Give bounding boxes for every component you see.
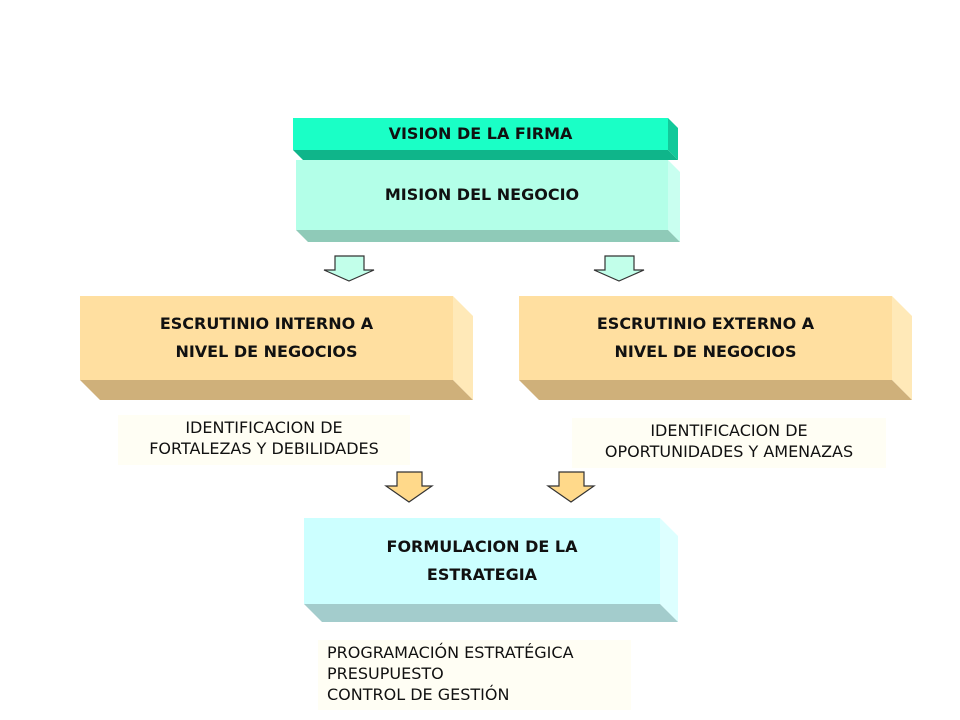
- internal-note-line-1: IDENTIFICACION DE: [185, 418, 343, 437]
- strategy-line-2: ESTRATEGIA: [426, 565, 538, 584]
- arrow-down-icon: [323, 255, 375, 282]
- internal-note: IDENTIFICACION DE FORTALEZAS Y DEBILIDAD…: [118, 415, 410, 465]
- external-note: IDENTIFICACION DE OPORTUNIDADES Y AMENAZ…: [572, 418, 886, 468]
- output-item: PROGRAMACIÓN ESTRATÉGICA: [327, 643, 574, 662]
- external-scan-box: [519, 296, 912, 400]
- internal-scan-line-1: ESCRUTINIO INTERNO A: [159, 314, 374, 333]
- external-scan-label: ESCRUTINIO EXTERNO A NIVEL DE NEGOCIOS: [519, 296, 892, 380]
- mission-label: MISION DEL NEGOCIO: [296, 160, 668, 230]
- vision-label: VISION DE LA FIRMA: [293, 118, 668, 150]
- external-scan-line-1: ESCRUTINIO EXTERNO A: [596, 314, 815, 333]
- arrow-down-icon: [593, 255, 645, 282]
- mission-box-face: [296, 160, 668, 230]
- strategy-box-face: [304, 518, 660, 604]
- external-note-line-1: IDENTIFICACION DE: [650, 421, 808, 440]
- arrow-down-icon: [546, 471, 596, 503]
- external-scan-box-face: [519, 296, 892, 380]
- outputs-note: PROGRAMACIÓN ESTRATÉGICA PRESUPUESTO CON…: [318, 640, 631, 710]
- arrow-down-icon: [384, 471, 434, 503]
- external-note-line-2: OPORTUNIDADES Y AMENAZAS: [604, 442, 854, 461]
- external-scan-line-2: NIVEL DE NEGOCIOS: [614, 342, 797, 361]
- strategy-box: [304, 518, 678, 622]
- mission-text: MISION DEL NEGOCIO: [384, 185, 580, 204]
- internal-scan-box-face: [80, 296, 453, 380]
- vision-text: VISION DE LA FIRMA: [388, 124, 573, 143]
- vision-box: [293, 118, 678, 160]
- internal-note-line-2: FORTALEZAS Y DEBILIDADES: [149, 439, 379, 458]
- vision-box-face: [293, 118, 668, 150]
- internal-scan-box: [80, 296, 473, 400]
- mission-box: [296, 160, 680, 242]
- strategy-line-1: FORMULACION DE LA: [386, 537, 578, 556]
- internal-scan-line-2: NIVEL DE NEGOCIOS: [175, 342, 358, 361]
- output-item: CONTROL DE GESTIÓN: [327, 685, 510, 704]
- strategy-label: FORMULACION DE LA ESTRATEGIA: [304, 518, 660, 604]
- internal-scan-label: ESCRUTINIO INTERNO A NIVEL DE NEGOCIOS: [80, 296, 453, 380]
- output-item: PRESUPUESTO: [327, 664, 444, 683]
